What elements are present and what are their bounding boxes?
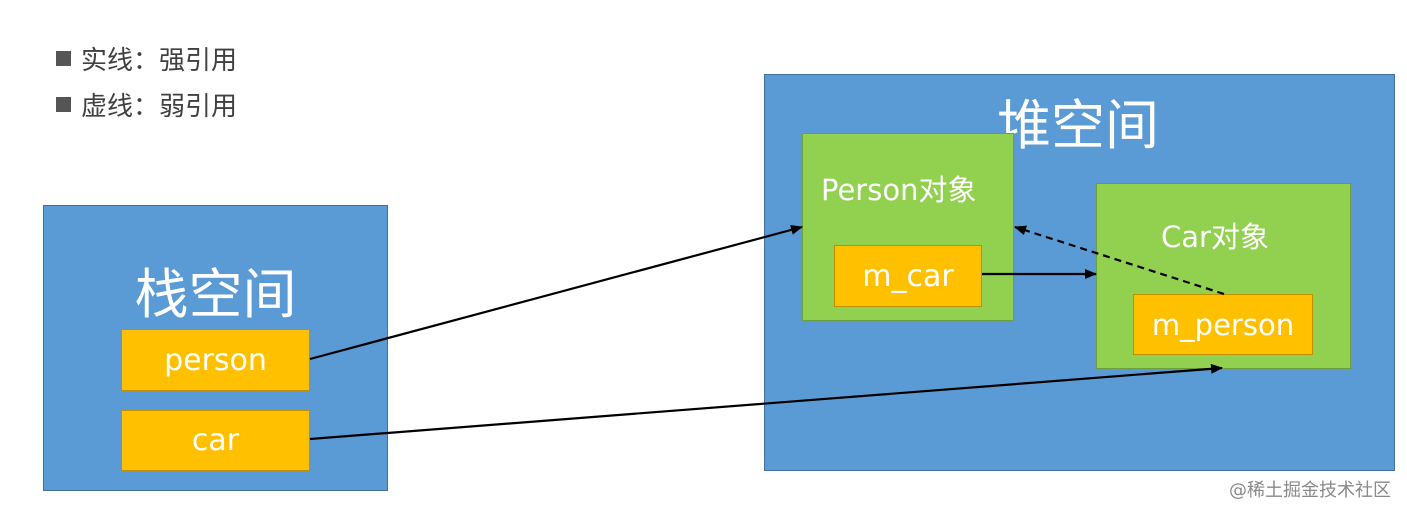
arrow-m-person-to-person-object-weak xyxy=(1014,225,1225,296)
watermark: @稀土掘金技术社区 xyxy=(1229,480,1391,501)
stack-var-person: person xyxy=(121,329,310,391)
legend-dashed: 虚线：弱引用 xyxy=(56,86,237,123)
arrow-person-to-person-object xyxy=(309,225,803,361)
arrow-car-to-m-person xyxy=(309,363,1223,441)
legend-dashed-label: 虚线：弱引用 xyxy=(81,92,238,122)
stack-var-car: car xyxy=(121,410,310,471)
field-m-car: m_car xyxy=(834,245,982,307)
field-m-person: m_person xyxy=(1133,294,1313,355)
stack-title: 栈空间 xyxy=(134,263,297,326)
person-object-title: Person对象 xyxy=(821,173,977,207)
legend-solid: 实线：强引用 xyxy=(56,40,237,77)
legend-solid-label: 实线：强引用 xyxy=(81,46,238,76)
heap-title: 堆空间 xyxy=(997,94,1159,157)
car-object-title: Car对象 xyxy=(1161,220,1269,254)
legend-square-icon xyxy=(56,97,71,112)
legend-square-icon xyxy=(56,51,71,66)
